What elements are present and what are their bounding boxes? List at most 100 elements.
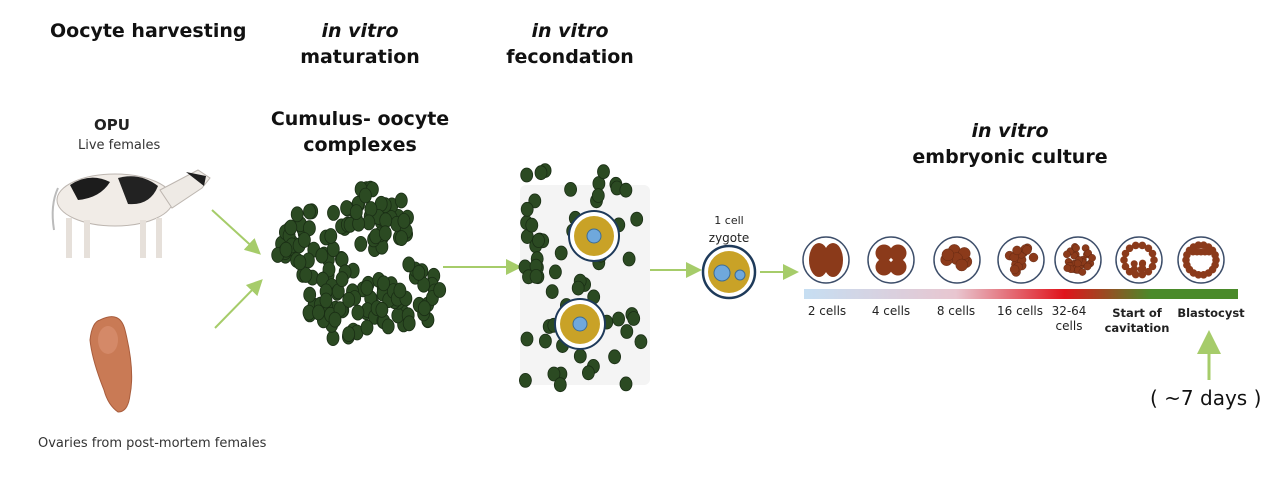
cumulus-cell [619,182,633,198]
zygote [701,244,757,300]
cumulus-cell [553,377,567,393]
zygote-label-2: zygote [709,231,749,245]
ovary-image [89,316,133,413]
cumulus-cell [377,275,391,292]
embryo-5 [1054,236,1102,284]
cumulus-cell [620,324,634,339]
cumulus-cell [608,349,621,365]
cumulus-cell [360,279,374,296]
heading-culture-text: embryonic culture [912,146,1108,168]
cumulus-cell [326,241,340,258]
cumulus-cell [358,187,372,204]
oocyte [568,210,620,262]
cumulus-cell [364,201,378,217]
cumulus-cell [402,315,416,332]
stage-label-8-cells: 8 cells [936,304,976,318]
heading-ivf: in vitro fecondation [500,18,640,70]
coc-cluster [271,203,352,286]
oocyte [554,298,606,350]
cumulus-cell [381,318,395,335]
embryo-3 [933,236,981,284]
stage-label-4-cells: 4 cells [871,304,911,318]
cumulus-cell [299,267,313,283]
cumulus-cell [328,311,342,328]
cumulus-cell [564,181,577,197]
cumulus-cell [519,372,532,388]
stage-label-32-64-cells: 32-64 cells [1051,304,1087,333]
heading-coc-line1: Cumulus- oocyte [270,108,450,130]
cumulus-cell [395,230,408,247]
cow-image [51,169,211,258]
cumulus-cell [622,251,636,267]
cumulus-cell [397,212,411,229]
heading-ivm-text: maturation [300,46,420,68]
cumulus-cell [293,254,307,271]
cumulus-cell [319,292,333,309]
zygote-label-1: 1 cell [714,214,743,227]
opu-title: OPU [94,116,130,134]
cumulus-cell [279,241,293,258]
arrow-ovary-to-coc [214,279,263,329]
cumulus-cell [303,286,317,303]
cumulus-cell [549,264,562,280]
cumulus-cell [284,219,298,236]
embryo-1 [802,236,850,284]
cumulus-cell [612,311,625,327]
embryo-2 [867,236,915,284]
ivf-oocytes [518,163,650,393]
cumulus-cell [591,188,605,204]
cumulus-cell [554,245,568,261]
heading-ivf-italic: in vitro [531,20,609,42]
cumulus-cell [520,331,534,347]
cumulus-cell [375,301,389,318]
stage-label-cavitation: Start of cavitation [1104,306,1170,335]
heading-coc-line2: complexes [303,134,417,156]
cumulus-cell [354,235,368,252]
development-timeline-bar [804,289,1238,299]
cumulus-cell [324,228,338,244]
cumulus-cell [402,256,416,273]
heading-ivm: in vitro maturation [290,18,430,70]
cumulus-cell [520,201,534,217]
cumulus-cell [534,165,548,181]
cumulus-cell [378,225,392,242]
stage-label-2-cells: 2 cells [807,304,847,318]
cumulus-cell [349,204,363,221]
cumulus-cell [335,271,349,288]
cumulus-cell [351,304,365,321]
ovaries-label: Ovaries from post-mortem females [38,436,267,451]
cumulus-cell [619,376,633,392]
embryo-6 [1115,236,1163,284]
embryo-4 [997,236,1045,284]
cumulus-cell [634,334,648,350]
cumulus-cell [394,192,408,209]
heading-coc: Cumulus- oocyte complexes [270,106,450,158]
stage-label-16-cells: 16 cells [997,304,1043,318]
cumulus-cell [297,232,311,248]
cumulus-cell [326,330,340,347]
cumulus-cell [573,348,587,364]
opu-subtitle: Live females [78,138,161,153]
cumulus-cell [547,366,561,382]
cumulus-cell [393,282,407,299]
cumulus-cell [597,164,610,180]
cumulus-cell [520,167,534,183]
cumulus-cell [342,326,356,343]
cumulus-cell [360,319,374,336]
cumulus-cell [525,217,539,233]
heading-ivm-italic: in vitro [321,20,399,42]
cumulus-cell [582,365,595,381]
coc-cluster [340,180,414,258]
cumulus-cell [290,206,304,223]
cumulus-cell [539,333,552,349]
coc-cluster [302,262,382,347]
duration-label: ( ~7 days ) [1150,386,1262,410]
cumulus-cell [327,204,340,221]
stage-label-blastocyst: Blastocyst [1177,306,1245,320]
cumulus-cell [532,233,545,248]
coc-cluster [370,256,447,335]
cumulus-cell [545,284,559,300]
coc-clusters [271,180,447,347]
heading-oocyte-harvesting: Oocyte harvesting [50,20,247,42]
